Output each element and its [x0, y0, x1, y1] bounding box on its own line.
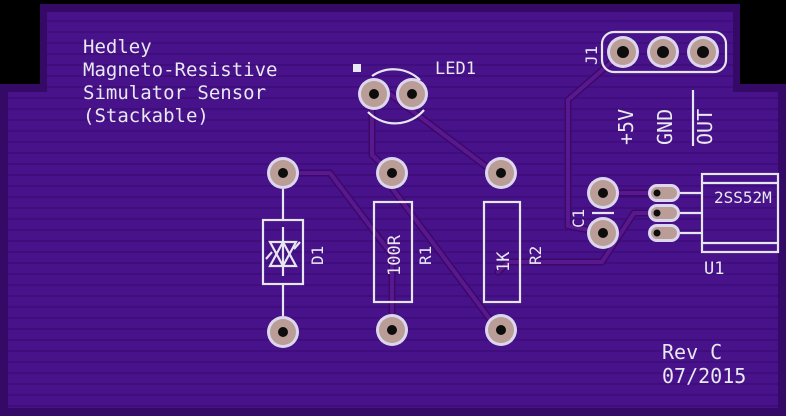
copper-pour — [8, 12, 778, 408]
sensor-u1: 2SS52M U1 — [648, 172, 780, 279]
led1-polarity-mark — [353, 64, 361, 72]
capacitor-c1: C1 — [569, 177, 619, 249]
diode-d1: D1 — [261, 157, 327, 348]
title-line-2: Magneto-Resistive — [83, 59, 277, 81]
u1-part-label: 2SS52M — [714, 188, 772, 207]
u1-label: U1 — [704, 259, 724, 279]
header-j1: J1 +5V GND OUT — [582, 30, 728, 146]
revision-block: Rev C 07/2015 — [662, 340, 746, 388]
pin-label-out: OUT — [693, 109, 717, 145]
resistor-r2: 1K R2 — [482, 157, 545, 346]
title-line-4: (Stackable) — [83, 105, 209, 127]
led1-label: LED1 — [435, 59, 476, 79]
pin-label-gnd: GND — [653, 109, 677, 145]
j1-label: J1 — [582, 46, 601, 65]
r1-label: R1 — [416, 246, 435, 265]
d1-label: D1 — [308, 246, 327, 265]
pin-label-5v: +5V — [614, 109, 638, 145]
r2-value: 1K — [494, 251, 514, 272]
resistor-r1: 100R R1 — [372, 157, 435, 346]
led1: LED1 — [353, 59, 476, 125]
title-line-3: Simulator Sensor — [83, 82, 266, 104]
title-line-1: Hedley — [83, 36, 152, 58]
revision-label: Rev C — [662, 340, 722, 364]
revision-date: 07/2015 — [662, 364, 746, 388]
c1-label: C1 — [569, 209, 588, 228]
r2-label: R2 — [526, 246, 545, 265]
r1-value: 100R — [385, 234, 405, 276]
board-title: Hedley Magneto-Resistive Simulator Senso… — [83, 36, 277, 127]
